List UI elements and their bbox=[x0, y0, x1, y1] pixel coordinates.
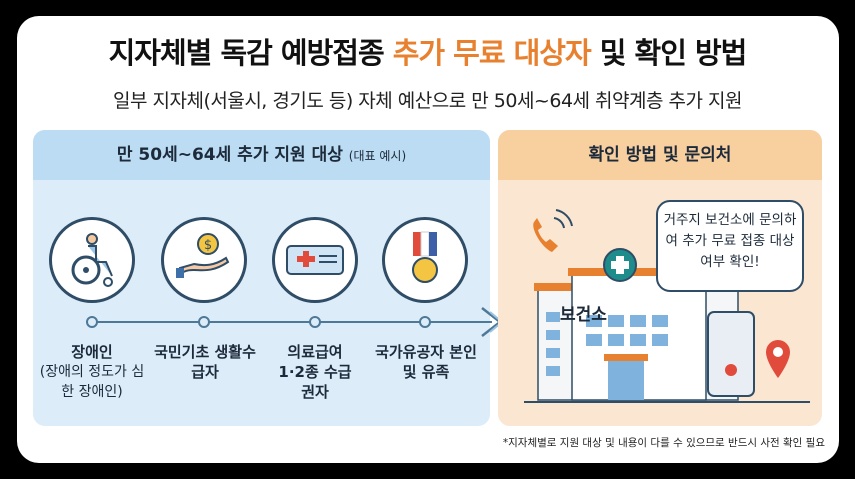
medical-card-icon bbox=[272, 217, 358, 303]
hand-coin-icon: $ bbox=[161, 217, 247, 303]
speech-bubble: 거주지 보건소에 문의하여 추가 무료 접종 대상 여부 확인! bbox=[656, 200, 804, 292]
subtitle: 일부 지자체(서울시, 경기도 등) 자체 예산으로 만 50세~64세 취약계… bbox=[113, 90, 742, 112]
panel-header: 확인 방법 및 문의처 bbox=[498, 130, 822, 180]
timeline-dot bbox=[86, 316, 98, 328]
page-title: 지자체별 독감 예방접종 추가 무료 대상자 및 확인 방법 bbox=[0, 30, 855, 72]
health-center-illustration bbox=[524, 209, 810, 403]
panel-header: 만 50세~64세 추가 지원 대상 (대표 예시) bbox=[33, 130, 490, 180]
panel-header-note: (대표 예시) bbox=[348, 149, 407, 163]
timeline-line bbox=[92, 321, 492, 323]
title-highlight: 추가 무료 대상자 bbox=[392, 36, 592, 70]
group-label-basic-livelihood: 국민기초 생활수급자 bbox=[154, 343, 256, 381]
group-sublabel: (장애의 정도가 심한 장애인) bbox=[39, 364, 145, 400]
group-label-disabled: 장애인 (장애의 정도가 심한 장애인) bbox=[37, 342, 147, 402]
title-part2: 및 확인 방법 bbox=[590, 36, 748, 70]
medal-icon bbox=[382, 217, 468, 303]
panel-header-text: 만 50세~64세 추가 지원 대상 bbox=[116, 145, 349, 165]
smartphone-icon bbox=[707, 311, 755, 397]
phone-icon bbox=[533, 218, 558, 252]
wheelchair-icon bbox=[49, 217, 135, 303]
location-pin-icon bbox=[766, 340, 790, 378]
building-sign: 보건소 bbox=[560, 305, 607, 325]
group-label-medical-aid: 의료급여 1·2종 수급권자 bbox=[278, 343, 352, 401]
timeline-dot bbox=[309, 316, 321, 328]
title-part1: 지자체별 독감 예방접종 bbox=[108, 36, 393, 70]
timeline-dot bbox=[198, 316, 210, 328]
footnote: *지자체별로 지원 대상 및 내용이 다를 수 있으므로 반드시 사전 확인 필… bbox=[502, 437, 825, 449]
timeline-dot bbox=[419, 316, 431, 328]
group-label-national-merit: 국가유공자 본인 및 유족 bbox=[375, 343, 477, 381]
group-label: 장애인 bbox=[71, 343, 113, 361]
svg-text:$: $ bbox=[204, 238, 212, 253]
